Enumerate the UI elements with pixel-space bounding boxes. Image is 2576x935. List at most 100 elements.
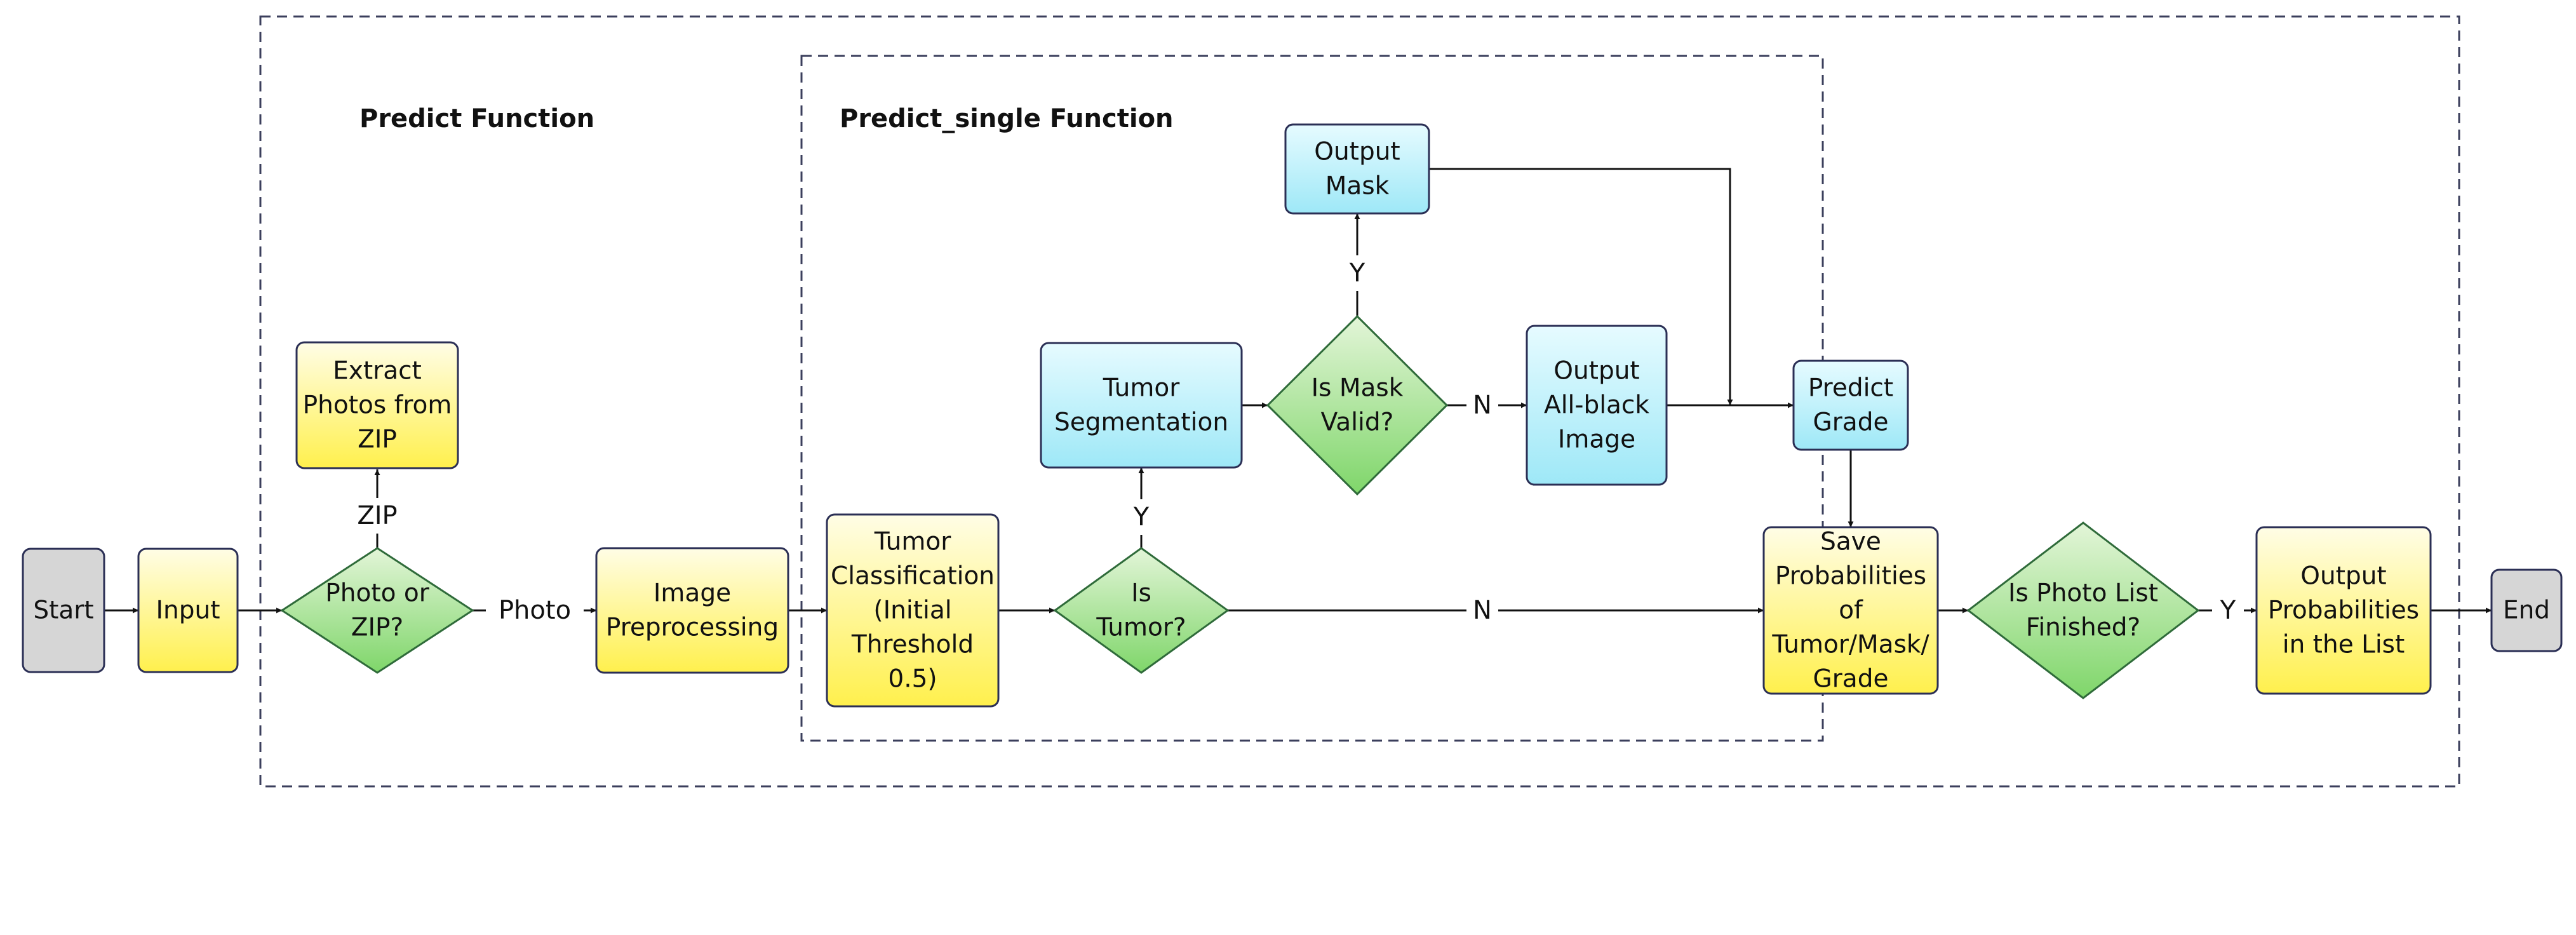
node-end: End	[2490, 568, 2563, 652]
node-all-black-line-1: Output	[1553, 357, 1639, 386]
node-preprocess-shape	[595, 547, 789, 674]
node-output-mask-line-2: Mask	[1325, 172, 1390, 201]
node-start-line-1: Start	[33, 596, 93, 625]
node-output-probs-line-3: in the List	[2283, 631, 2405, 659]
label-tumor-no: N	[1473, 596, 1492, 625]
node-photo-or-zip-shape	[280, 547, 474, 674]
node-classification-line-4: Threshold	[851, 631, 974, 659]
node-input-line-1: Input	[156, 596, 220, 625]
node-list-finished-shape	[1966, 521, 2200, 699]
label-tumor-yes: Y	[1133, 502, 1150, 532]
label-zip: ZIP	[357, 501, 397, 530]
label-mask-no: N	[1473, 391, 1492, 420]
node-start-shape	[22, 548, 105, 673]
label-photo: Photo	[499, 596, 571, 625]
node-predict-grade-line-1: Predict	[1808, 374, 1893, 403]
node-segmentation-shape	[1040, 342, 1243, 469]
node-segmentation-line-2: Segmentation	[1054, 408, 1228, 437]
label-finished-yes-bg	[2212, 593, 2244, 628]
node-end-label: End	[2503, 596, 2550, 625]
node-is-tumor-shape	[1053, 547, 1230, 674]
node-photo-or-zip-line-1: Photo or	[325, 579, 430, 608]
node-is-tumor-line-1: Is	[1131, 579, 1151, 608]
node-classification-line-2: Classification	[831, 562, 995, 591]
node-start: Start	[22, 548, 105, 673]
label-zip-bg	[345, 498, 410, 534]
node-input-label: Input	[156, 596, 220, 625]
predict-function-title: Predict Function	[359, 104, 594, 133]
node-output-mask-line-1: Output	[1314, 138, 1400, 166]
node-photo-or-zip-label: Photo or ZIP?	[325, 579, 430, 642]
edge-outputmask-predictgrade	[1429, 168, 1733, 405]
node-classification-line-3: (Initial	[873, 596, 951, 625]
node-extract-line-3: ZIP	[358, 426, 397, 454]
label-photo-bg	[486, 593, 584, 628]
node-classification-line-1: Tumor	[874, 528, 951, 556]
node-start-label: Start	[33, 596, 93, 625]
label-tumor-no-bg	[1466, 593, 1498, 628]
node-is-tumor-line-2: Tumor?	[1096, 614, 1186, 642]
predict-function-group	[259, 15, 2460, 788]
node-output-probs-shape	[2255, 526, 2432, 695]
node-all-black-line-2: All-black	[1544, 391, 1649, 420]
node-predict-grade-line-2: Grade	[1813, 408, 1889, 437]
node-photo-or-zip-line-2: ZIP?	[351, 614, 403, 642]
node-classification-shape	[826, 513, 1000, 708]
node-mask-valid-line-2: Valid?	[1321, 408, 1394, 437]
node-input: Input	[137, 548, 239, 673]
node-extract-line-2: Photos from	[303, 391, 452, 420]
node-output-probs-line-2: Probabilities	[2268, 596, 2419, 625]
node-save-probs-line-5: Grade	[1813, 665, 1889, 694]
node-all-black-shape	[1526, 325, 1668, 486]
node-segmentation-line-1: Tumor	[1103, 374, 1180, 403]
node-save-probs-shape	[1762, 526, 1939, 695]
node-photo-or-zip: Photo or ZIP?	[280, 547, 474, 674]
node-output-probs-line-1: Output	[2300, 562, 2386, 591]
node-extract-line-1: Extract	[333, 357, 422, 386]
node-preprocess-line-1: Image	[654, 579, 731, 608]
node-save-probs-line-1: Save	[1820, 528, 1881, 556]
node-classification-line-5: 0.5)	[888, 665, 937, 694]
label-tumor-yes-bg	[1125, 499, 1157, 535]
node-predict-grade-shape	[1792, 360, 1909, 451]
edge-labels: ZIP Photo Y N Y N Y	[345, 255, 2244, 628]
label-finished-yes: Y	[2220, 596, 2236, 625]
node-save-probs-line-3: of	[1839, 596, 1863, 625]
node-end-line-1: End	[2503, 596, 2550, 625]
node-save-probs-line-4: Tumor/Mask/	[1771, 631, 1929, 659]
node-save-probs-line-2: Probabilities	[1775, 562, 1926, 591]
node-list-finished-line-2: Finished?	[2026, 614, 2140, 642]
node-all-black-line-3: Image	[1558, 426, 1635, 454]
label-mask-yes: Y	[1349, 259, 1365, 288]
node-preprocess-line-2: Preprocessing	[606, 614, 779, 642]
node-extract-shape	[295, 341, 459, 469]
predict-single-function-title: Predict_single Function	[840, 104, 1174, 133]
label-mask-no-bg	[1466, 387, 1498, 423]
label-mask-yes-bg	[1341, 255, 1373, 291]
node-list-finished-line-1: Is Photo List	[2008, 579, 2158, 608]
